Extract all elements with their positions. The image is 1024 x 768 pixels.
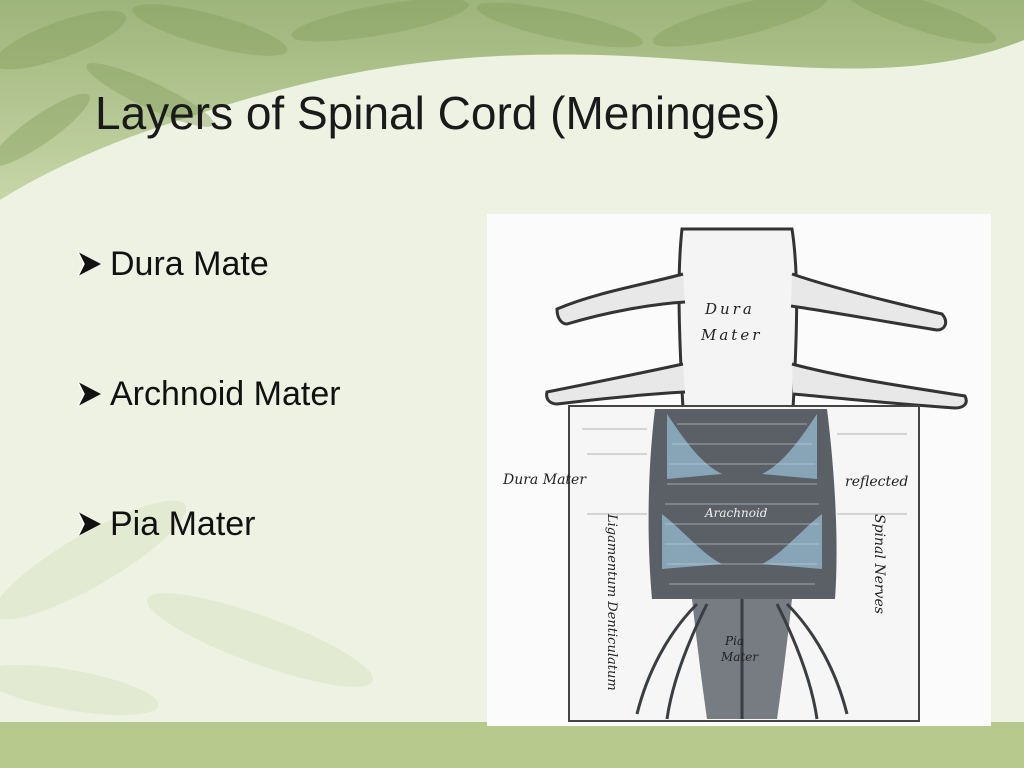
bullet-item: Dura Mate bbox=[74, 240, 341, 288]
label-pia: Pia bbox=[725, 634, 745, 648]
arrow-bullet-icon bbox=[77, 251, 101, 277]
bullet-text: Dura Mate bbox=[110, 244, 269, 283]
bullet-text: Archnoid Mater bbox=[110, 374, 341, 413]
spinal-cord-drawing bbox=[545, 227, 968, 722]
bullet-text: Pia Mater bbox=[110, 504, 256, 543]
label-arachnoid: Arachnoid bbox=[705, 506, 768, 520]
label-pia-mater: Mater bbox=[721, 650, 759, 664]
bullet-list: Dura Mate Archnoid Mater Pia Mater bbox=[74, 240, 341, 630]
slide-title: Layers of Spinal Cord (Meninges) bbox=[95, 87, 781, 139]
label-dura-top: Dura bbox=[705, 300, 755, 318]
label-dura-mater-left: Dura Mater bbox=[503, 472, 587, 488]
label-spinal-nerves: Spinal Nerves bbox=[871, 514, 887, 614]
bullet-item: Archnoid Mater bbox=[74, 370, 341, 418]
label-dura-top-mater: Mater bbox=[701, 326, 763, 344]
arrow-bullet-icon bbox=[77, 381, 101, 407]
bullet-item: Pia Mater bbox=[74, 500, 341, 548]
label-ligamentum: Ligamentum Denticulatum bbox=[604, 514, 619, 691]
meninges-illustration: Dura Mater Dura Mater reflected Arachnoi… bbox=[487, 214, 991, 726]
label-reflected: reflected bbox=[845, 474, 909, 490]
bottom-bar bbox=[0, 722, 1024, 768]
arrow-bullet-icon bbox=[77, 511, 101, 537]
